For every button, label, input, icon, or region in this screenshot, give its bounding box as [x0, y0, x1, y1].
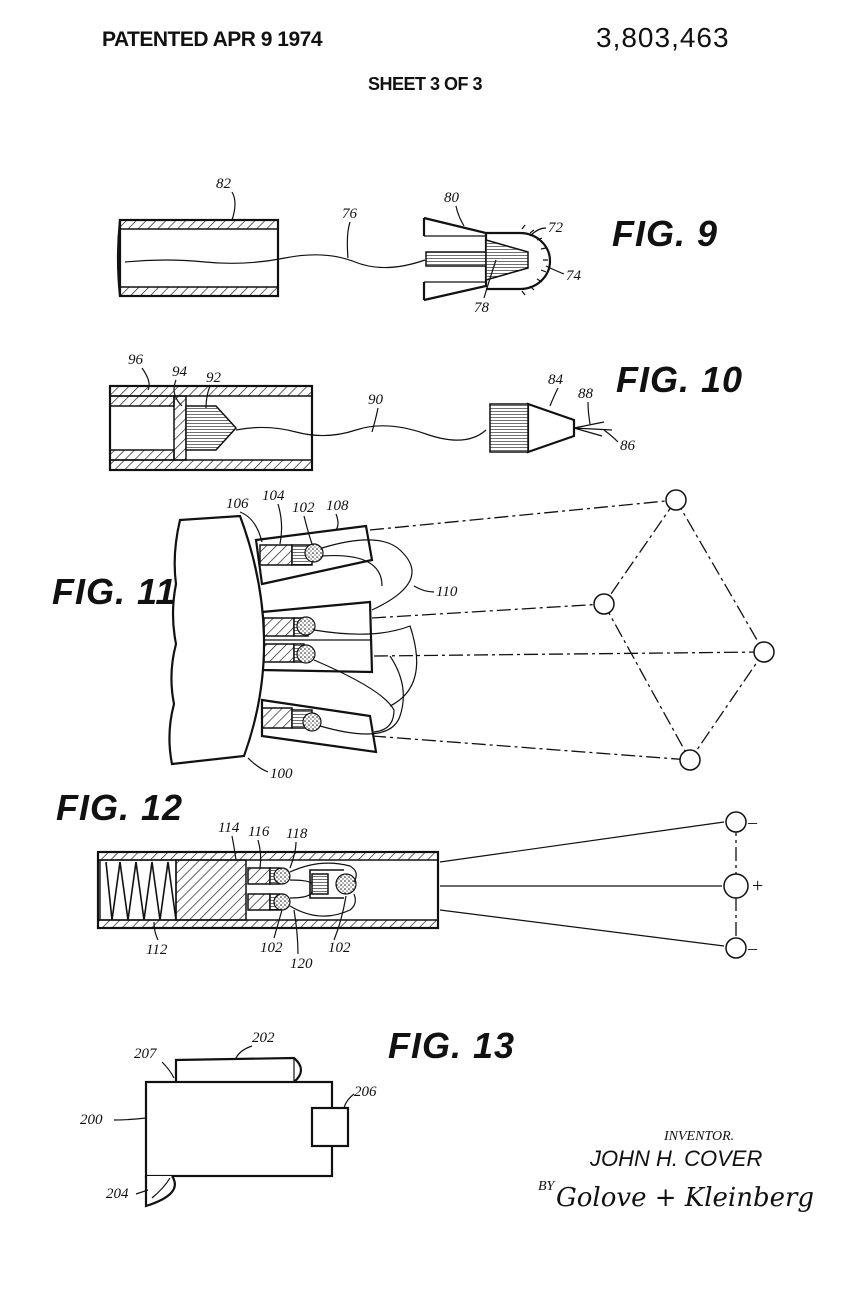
ref-102-fig12-right: 102: [328, 940, 351, 956]
ref-72: 72: [548, 220, 564, 236]
patent-date: PATENTED APR 9 1974: [102, 28, 323, 51]
ref-116: 116: [248, 824, 270, 840]
ref-204: 204: [106, 1186, 129, 1202]
ref-76: 76: [342, 206, 358, 222]
ref-80: 80: [444, 190, 460, 206]
ref-207: 207: [134, 1046, 158, 1062]
fig10-drawing: [108, 384, 613, 472]
ref-108: 108: [326, 498, 349, 514]
fig12-drawing: [96, 811, 749, 959]
inventor-label: INVENTOR.: [663, 1129, 734, 1144]
polarity-middle: +: [752, 875, 763, 897]
fig11-drawing: [168, 489, 775, 771]
ref-100: 100: [270, 766, 293, 782]
ref-84: 84: [548, 372, 564, 388]
ref-200: 200: [80, 1112, 103, 1128]
ref-88: 88: [578, 386, 594, 402]
fig9-label: FIG. 9: [612, 213, 718, 254]
fig9-drawing: [116, 216, 552, 302]
ref-106: 106: [226, 496, 249, 512]
polarity-bottom: –: [747, 938, 758, 958]
ref-104: 104: [262, 488, 285, 504]
fig10-label: FIG. 10: [616, 359, 743, 400]
ref-82: 82: [216, 176, 232, 192]
inventor-name: JOHN H. COVER: [589, 1146, 762, 1171]
ref-120: 120: [290, 956, 313, 972]
fig13-drawing: [144, 1056, 350, 1208]
patent-number: 3,803,463: [596, 22, 730, 53]
ref-86: 86: [620, 438, 636, 454]
ref-110: 110: [436, 584, 458, 600]
attorney-signature: Golove + Kleinberg: [556, 1183, 814, 1213]
ref-112: 112: [146, 942, 168, 958]
ref-96: 96: [128, 352, 144, 368]
ref-102-fig12-left: 102: [260, 940, 283, 956]
ref-114: 114: [218, 820, 240, 836]
ref-118: 118: [286, 826, 308, 842]
fig11-label: FIG. 11: [52, 571, 176, 612]
fig12-label: FIG. 12: [56, 787, 183, 828]
ref-202: 202: [252, 1030, 275, 1046]
ref-206: 206: [354, 1084, 377, 1100]
sheet-number: SHEET 3 OF 3: [368, 74, 483, 94]
ref-94: 94: [172, 364, 188, 380]
by-label: BY: [538, 1179, 557, 1194]
polarity-top: –: [747, 812, 758, 832]
ref-90: 90: [368, 392, 384, 408]
ref-92: 92: [206, 370, 222, 386]
ref-78: 78: [474, 300, 490, 316]
ref-74: 74: [566, 268, 582, 284]
ref-102-fig11: 102: [292, 500, 315, 516]
fig13-label: FIG. 13: [388, 1025, 515, 1066]
